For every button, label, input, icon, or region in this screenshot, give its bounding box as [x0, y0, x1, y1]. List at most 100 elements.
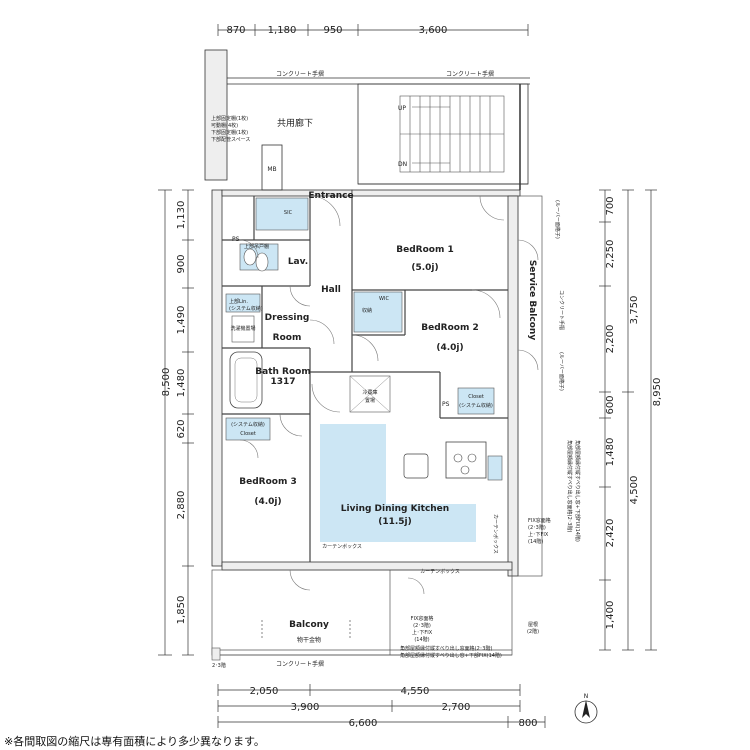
closet3-label: Closet: [240, 431, 256, 437]
balcony-drain: [211, 647, 221, 661]
bedroom3-label: BedRoom 3: [239, 477, 296, 487]
service-balcony: [517, 195, 543, 577]
dim-right-600: 600: [605, 395, 616, 414]
dim-right-2420: 2,420: [605, 519, 616, 548]
ps-label-lav: PS: [232, 236, 240, 243]
bedroom2-label: BedRoom 2: [421, 323, 478, 333]
fix-window-right-4: (14階): [528, 538, 543, 545]
dim-left-1850: 1,850: [176, 596, 187, 625]
toilet-icon: [255, 252, 269, 272]
system-storage-label-closet1: (システム収納): [459, 402, 493, 409]
shelves-note-2: 可動棚(4枚): [211, 122, 238, 129]
dim-left-2880: 2,880: [176, 491, 187, 520]
dim-right-2250: 2,250: [605, 240, 616, 269]
left-dimensions: [158, 189, 194, 656]
concrete-rail-top-right: コンクリート手摺: [446, 70, 494, 78]
dressing-label-2: Room: [273, 333, 302, 343]
footnote: ※各間取図の縮尺は専有面積により多少異なります。: [4, 735, 265, 748]
shelves-note-3: 下部固定棚(1枚): [211, 129, 248, 136]
fridge-label: 冷蔵庫: [362, 389, 377, 396]
dim-left-1480: 1,480: [176, 369, 187, 398]
wic-label: WIC: [379, 296, 389, 302]
stove-burner-icon: [460, 465, 470, 475]
concrete-rail-bottom-label: コンクリート手摺: [276, 660, 324, 668]
dim-bottom-800: 800: [518, 718, 537, 729]
sash-note-2: 角部屋額縁付縦すべり出し窓+下部FIX(14階): [574, 440, 581, 542]
bedroom1-size: (5.0j): [411, 263, 438, 273]
dim-top-870: 870: [226, 25, 245, 36]
dim-top-950: 950: [323, 25, 342, 36]
fix-window-right-1: FIX窓面格: [528, 517, 551, 524]
bottom-dimensions: [217, 684, 546, 728]
top-dimensions: [217, 24, 529, 36]
balcony-area: [211, 569, 513, 656]
service-balcony-label: Service Balcony: [527, 260, 537, 340]
stairs: [399, 95, 505, 173]
fridge-label-2: 置場: [365, 397, 375, 404]
unit-walls: [211, 189, 521, 577]
fix-window-bottom-4: (14階): [414, 636, 429, 643]
fix-window-right-3: 上･下FIX: [528, 531, 549, 538]
door-swings: [239, 195, 539, 595]
roof-floor-label: (2階): [527, 628, 539, 635]
corridor-label: 共用廊下: [277, 117, 313, 129]
sic-storage: [255, 197, 309, 231]
ldk-size: (11.5j): [378, 517, 412, 527]
ps-label-bedroom2: PS: [442, 401, 450, 408]
fridge-space: [349, 375, 391, 413]
dim-bottom-3900: 3,900: [291, 702, 320, 713]
louver-note-upper: (ルーバー面格子): [554, 200, 561, 239]
roof-label: 屋根: [528, 621, 538, 628]
dim-right-700: 700: [605, 196, 616, 215]
dim-left-900: 900: [176, 254, 187, 273]
dim-right-4500: 4,500: [629, 476, 640, 505]
interior-walls: [222, 196, 508, 562]
bedroom3-size: (4.0j): [254, 497, 281, 507]
sash-note-bottom-2: 角部屋額縁付縦すべり出し窓+下部FIX(14階): [400, 652, 502, 659]
dim-left-620: 620: [176, 419, 187, 438]
dim-right-8950: 8,950: [652, 378, 663, 407]
dim-bottom-2050: 2,050: [250, 686, 279, 697]
kitchen-storage: [487, 455, 503, 481]
dim-bottom-4550: 4,550: [401, 686, 430, 697]
bath-label: Bath Room: [255, 367, 310, 377]
fix-window-bottom-2: (2･3階): [413, 622, 431, 629]
floor-note-label: 2･3階: [212, 662, 226, 669]
ldk-floor: [320, 424, 476, 542]
stove-burner-icon: [453, 453, 463, 463]
upper-cabinet-label: 上部吊戸棚: [244, 243, 269, 250]
bathtub-icon: [229, 351, 263, 409]
stairs-down-label: DN: [398, 161, 407, 168]
corridor-area: [204, 49, 530, 190]
sash-note-1: 角部屋額縁付縦すべり出し窓面格(2･3階): [566, 440, 573, 532]
balcony-label: Balcony: [289, 620, 329, 630]
sic-label: SIC: [284, 210, 293, 216]
dim-top-1180: 1,180: [268, 25, 297, 36]
bath-size: 1317: [270, 377, 295, 387]
dim-right-3750: 3,750: [629, 296, 640, 325]
washer-area: [231, 315, 255, 343]
right-dimensions: [599, 189, 657, 651]
curtain-box-label-2: カーテンボックス: [420, 568, 460, 575]
stairs-up-label: UP: [398, 105, 406, 112]
wic-storage-label: 収納: [362, 307, 372, 314]
entrance-label: Entrance: [308, 191, 353, 201]
laundry-hanger-label: 物干金物: [297, 636, 321, 644]
dim-bottom-6600: 6,600: [349, 718, 378, 729]
hall-label: Hall: [321, 285, 341, 295]
kitchen-sink-icon: [403, 453, 429, 479]
concrete-rail-top-left: コンクリート手摺: [276, 70, 324, 78]
kitchen-counter: [445, 441, 487, 479]
dressing-label: Dressing: [265, 313, 310, 323]
shelves-note-1: 上部固定棚(1枚): [211, 115, 248, 122]
dim-right-1480: 1,480: [605, 438, 616, 467]
washer-label: 洗濯機置場: [230, 325, 255, 332]
closet-bedroom3: [225, 417, 271, 441]
concrete-rail-side-label: コンクリート手摺: [558, 290, 565, 330]
shelves-note-4: 下部配管スペース: [211, 136, 250, 143]
closet-bedroom2: [457, 387, 495, 415]
dim-left-8500: 8,500: [161, 368, 172, 397]
dim-left-1130: 1,130: [176, 201, 187, 230]
lav-label: Lav.: [288, 257, 308, 267]
bedroom2-size: (4.0j): [436, 343, 463, 353]
